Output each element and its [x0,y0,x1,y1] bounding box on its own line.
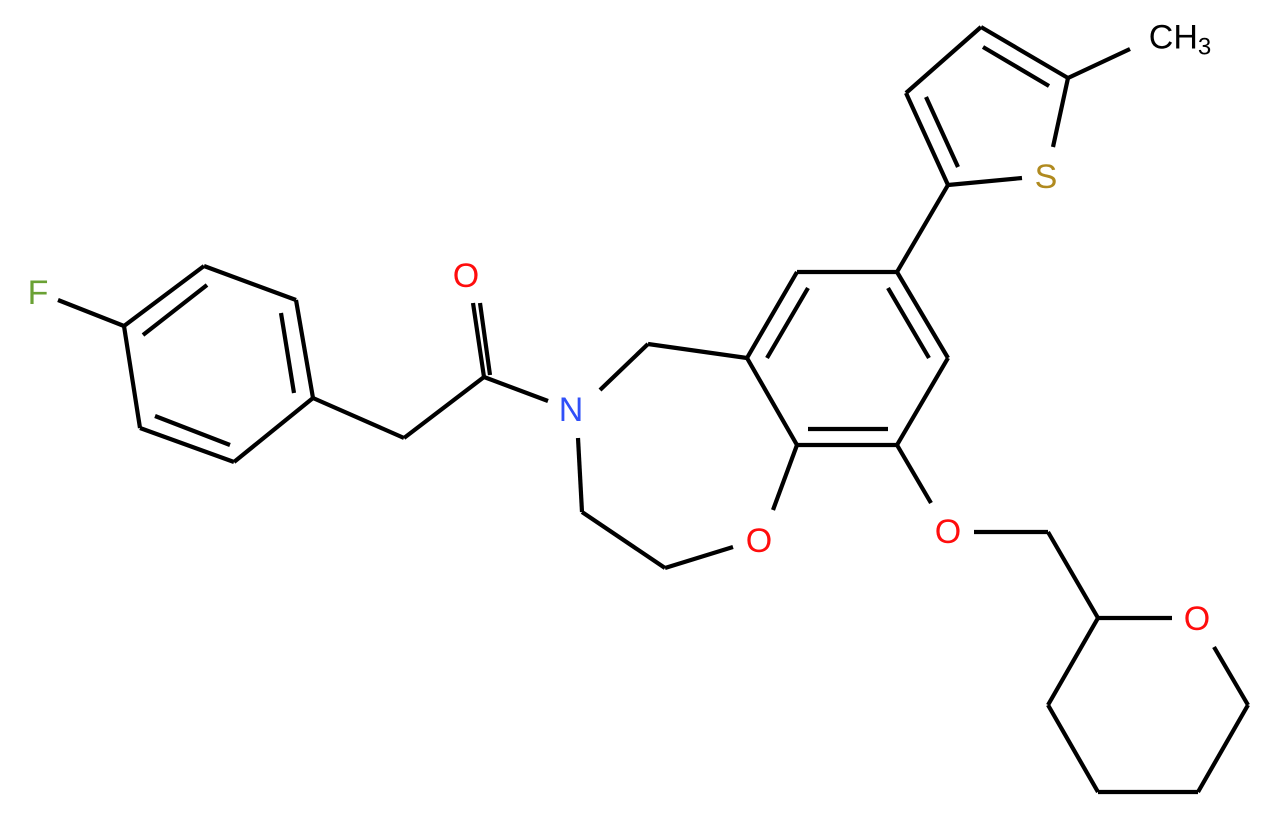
bonds [57,25,1250,795]
methyl-subscript: 3 [1197,33,1212,61]
carbonyl-oxygen-label: O [452,257,480,295]
fluorine-atom-label: F [27,274,49,312]
sulfur-atom-label: S [1034,158,1058,196]
pyran-oxygen-label: O [1183,600,1211,638]
ring-oxygen-label: O [745,522,773,560]
amide-nitrogen-label: N [558,391,584,429]
methyl-group-label: CH3 [1149,21,1211,60]
ether-oxygen-label: O [934,513,962,551]
methyl-text: CH [1148,18,1198,57]
